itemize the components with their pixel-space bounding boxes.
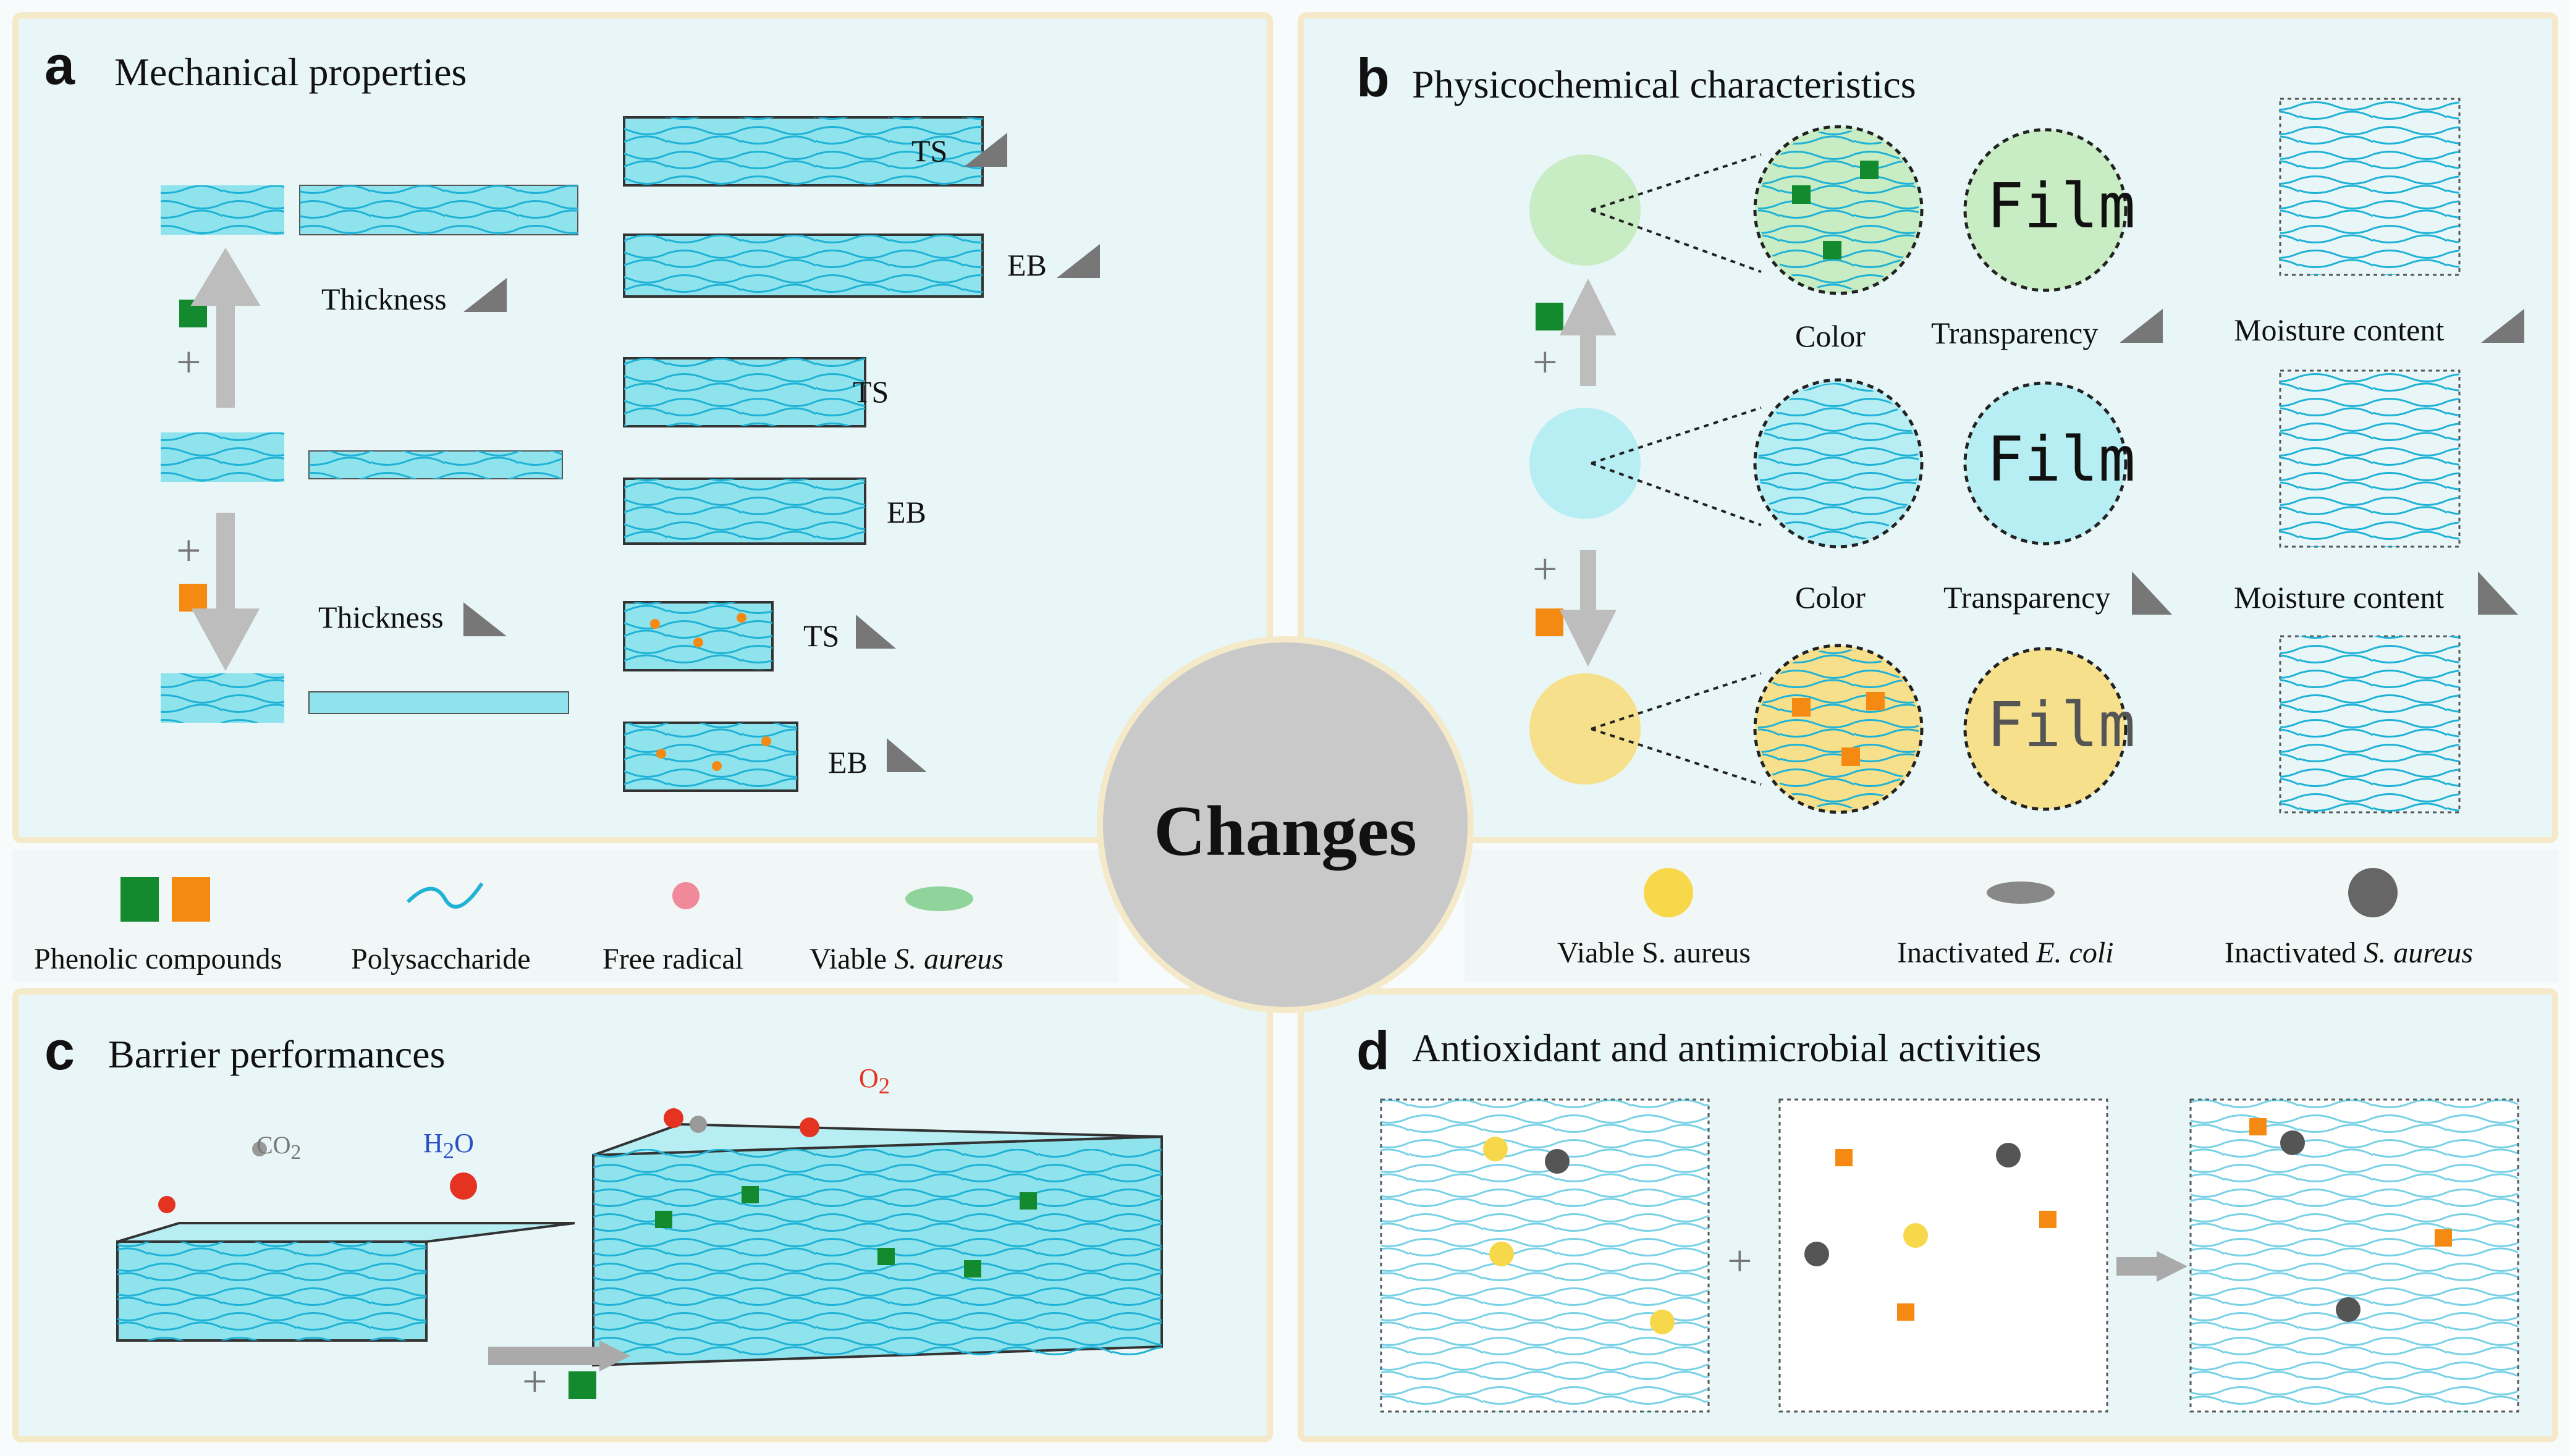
legend-inactivated-ecoli-prefix: Inactivated <box>1897 936 2037 969</box>
legend-inactivated-saureus: Inactivated S. aureus <box>2225 936 2473 970</box>
panel-a-title: Mechanical properties <box>114 50 467 94</box>
panel-b-graphics <box>1529 98 2524 814</box>
h2o-h: H <box>423 1128 443 1158</box>
panel-c-graphics <box>116 1108 1163 1399</box>
legend-inactivated-ecoli: Inactivated E. coli <box>1897 936 2114 970</box>
panel-c-letter: c <box>44 1020 75 1081</box>
thickness-label-2: Thickness <box>318 600 444 634</box>
center-label: Changes <box>1154 792 1417 871</box>
ts-label-1: TS <box>911 133 948 168</box>
o2-subscript: 2 <box>878 1072 890 1098</box>
eb-label-2: EB <box>887 495 926 529</box>
co2-text: CO <box>256 1131 291 1159</box>
legend-free-radical: Free radical <box>602 943 743 975</box>
legend-inactivated-saureus-species: S. aureus <box>2364 936 2474 969</box>
plus-b-2: + <box>1532 544 1558 594</box>
eb-label-1: EB <box>1007 248 1047 282</box>
legend-inactivated-ecoli-species: E. coli <box>2036 936 2114 969</box>
legend-viable-prefix: Viable <box>809 943 895 975</box>
moisture-label-1: Moisture content <box>2234 313 2445 347</box>
h2o-o: O <box>454 1128 474 1158</box>
legend-right-icons <box>1644 868 2398 917</box>
thickness-label-1: Thickness <box>321 282 447 316</box>
center-circle <box>1097 636 1474 1013</box>
ts-label-3: TS <box>803 618 840 653</box>
panel-b-letter: b <box>1356 47 1390 108</box>
panel-d-letter: d <box>1356 1020 1390 1081</box>
legend-polysaccharide: Polysaccharide <box>351 943 531 975</box>
film-label-3: Film <box>1987 689 2136 761</box>
legend-inactivated-saureus-prefix: Inactivated <box>2225 936 2364 969</box>
plus-a-1: + <box>176 337 201 387</box>
plus-b-1: + <box>1532 337 1558 387</box>
plus-a-2: + <box>176 526 201 575</box>
legend-phenolic: Phenolic compounds <box>34 943 282 975</box>
legend-left-icons <box>120 877 973 922</box>
h2o-label: H2O <box>423 1127 474 1164</box>
color-label-2: Color <box>1795 580 1866 615</box>
o2-text: O <box>859 1063 879 1093</box>
color-label-1: Color <box>1795 319 1866 353</box>
plus-c: + <box>522 1357 547 1406</box>
film-label-1: Film <box>1987 170 2136 242</box>
co2-label: CO2 <box>256 1130 301 1164</box>
transparency-label-1: Transparency <box>1931 316 2099 350</box>
panel-c-title: Barrier performances <box>108 1032 446 1076</box>
eb-label-3: EB <box>828 745 868 780</box>
panel-a-films <box>161 116 1100 792</box>
film-label-2: Film <box>1987 423 2136 495</box>
h2o-subscript: 2 <box>442 1137 455 1163</box>
transparency-label-2: Transparency <box>1943 580 2111 615</box>
ts-label-2: TS <box>853 374 889 409</box>
legend-viable: Viable S. aureus <box>809 942 1004 976</box>
panel-d-graphics <box>1380 1098 2519 1413</box>
legend-viable-saureus: Viable S. aureus <box>1557 936 1751 969</box>
panel-b-title: Physicochemical characteristics <box>1412 62 1916 106</box>
moisture-label-2: Moisture content <box>2234 580 2445 615</box>
panel-d-title: Antioxidant and antimicrobial activities <box>1412 1026 2042 1070</box>
o2-label: O2 <box>859 1063 890 1099</box>
co2-subscript: 2 <box>290 1141 302 1164</box>
panel-a-letter: a <box>44 35 75 96</box>
plus-d: + <box>1727 1236 1752 1286</box>
legend-viable-species: S. aureus <box>894 943 1004 975</box>
